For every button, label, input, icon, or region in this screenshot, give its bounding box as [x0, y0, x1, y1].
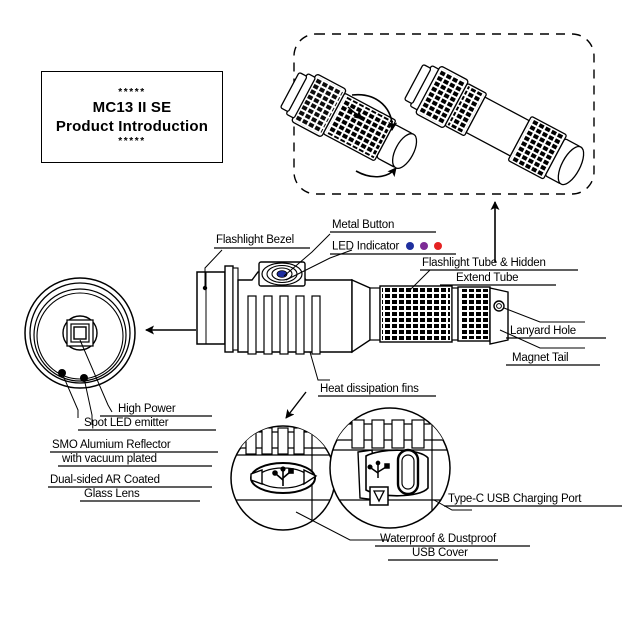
- label-metal-button: Metal Button: [332, 219, 395, 231]
- product-model: MC13 II SE: [92, 99, 172, 116]
- title-stars-top: *****: [118, 87, 146, 98]
- magnet-tail: [489, 287, 509, 345]
- title-stars-bottom: *****: [118, 136, 146, 147]
- arrow-to-detail-circle: [285, 391, 307, 419]
- title-card: ***** MC13 II SE Product Introduction **…: [41, 71, 223, 163]
- label-heat-fins: Heat dissipation fins: [320, 383, 419, 395]
- flashlight-side-view: [196, 261, 509, 355]
- tube-view-extended: [404, 64, 585, 186]
- leader-dot-bezel: [202, 285, 208, 291]
- usb-symbol: [272, 466, 294, 486]
- led-dot-red: [434, 241, 443, 250]
- leader-usb-cover: [295, 511, 388, 541]
- leader-lens: [83, 377, 93, 425]
- leader-heat-fins: [309, 351, 330, 381]
- detail-circle-usb-port: [329, 407, 472, 529]
- led-dot-purple: [420, 241, 429, 250]
- label-magnet-tail: Magnet Tail: [512, 352, 569, 364]
- label-usb-port: Type-C USB Charging Port: [448, 493, 582, 505]
- leader-magnet-tail: [499, 329, 585, 349]
- label-flashlight-tube-line2: Extend Tube: [456, 272, 519, 284]
- label-led-indicator: LED Indicator: [332, 240, 400, 253]
- label-lens-line2: Glass Lens: [84, 488, 140, 500]
- label-high-power-line2: Spot LED emitter: [84, 417, 169, 429]
- label-lens-line1: Dual-sided AR Coated: [50, 474, 160, 486]
- usb-symbol-small: [367, 460, 390, 478]
- detail-circle-usb-cover: [230, 425, 388, 541]
- label-flashlight-bezel: Flashlight Bezel: [216, 234, 294, 246]
- rotate-arrow-inner: [347, 106, 363, 120]
- leader-reflector: [61, 372, 79, 418]
- rotate-arrow-bottom: [355, 167, 397, 178]
- label-usb-cover-line2: USB Cover: [412, 547, 468, 559]
- label-flashlight-tube-line1: Flashlight Tube & Hidden: [422, 257, 546, 269]
- label-reflector-line1: SMO Alumium Reflector: [52, 439, 171, 451]
- bezel-ring: [224, 265, 234, 353]
- button-led-indicator: [276, 270, 288, 278]
- leader-emitter: [79, 339, 113, 413]
- label-reflector-line2: with vacuum plated: [62, 453, 157, 465]
- label-high-power-line1: High Power: [118, 403, 176, 415]
- label-lanyard-hole: Lanyard Hole: [510, 325, 577, 337]
- head-fin-slots: [247, 295, 321, 355]
- tube-view-collapsed: [280, 72, 418, 169]
- leader-bezel: [204, 249, 223, 288]
- page-title: Product Introduction: [55, 118, 209, 135]
- led-emitter-die: [73, 326, 87, 340]
- leader-metal-button: [283, 233, 331, 277]
- label-usb-cover-line1: Waterproof & Dustproof: [380, 533, 496, 545]
- leader-led-indicator: [285, 249, 353, 281]
- front-lens-view: [24, 277, 136, 425]
- led-dot-blue: [406, 241, 415, 250]
- flashlight-bezel: [196, 271, 226, 345]
- led-indicator-swatches: [406, 240, 445, 253]
- label-led-indicator-group: LED Indicator: [332, 240, 445, 254]
- leader-lanyard: [503, 307, 585, 323]
- rotate-arrow-top: [351, 93, 398, 131]
- extend-tube-demo-panel: [280, 33, 595, 195]
- leader-usb-port: [433, 499, 472, 511]
